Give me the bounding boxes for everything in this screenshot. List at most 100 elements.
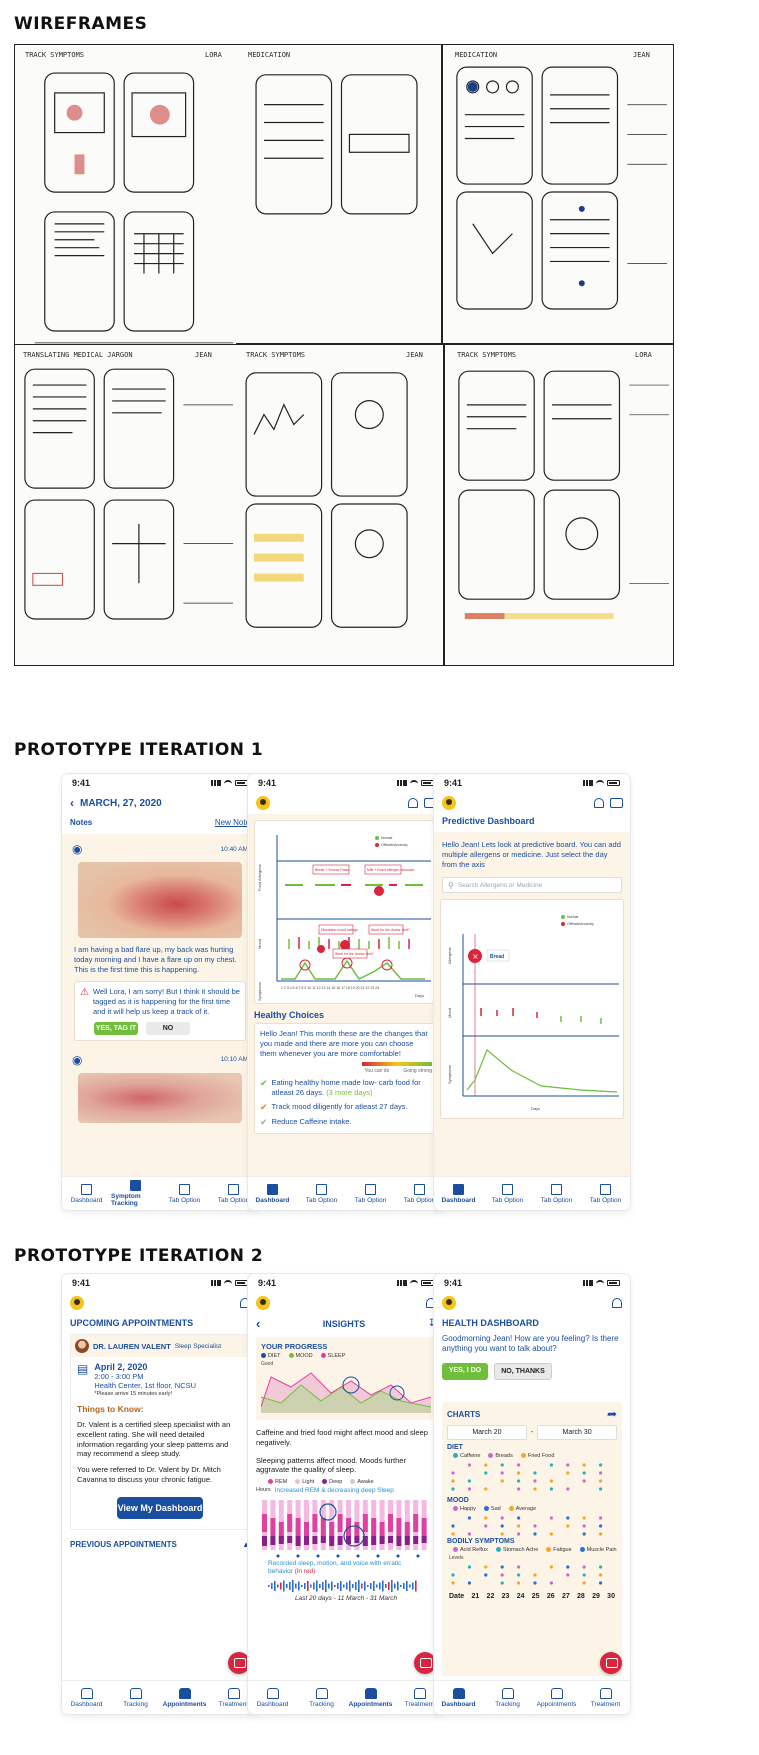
yes-i-do-button[interactable]: YES, I DO bbox=[442, 1362, 488, 1380]
view-dashboard-button[interactable]: View My Dashboard bbox=[117, 1496, 203, 1519]
tab-tracking[interactable]: Tracking bbox=[297, 1681, 346, 1714]
sleep-bar-deep bbox=[295, 1536, 301, 1546]
dot-mark bbox=[517, 1565, 521, 1569]
chat-fab[interactable] bbox=[414, 1652, 436, 1674]
share-arrow-icon[interactable]: ➦ bbox=[606, 1407, 617, 1421]
avatar[interactable] bbox=[70, 1296, 84, 1310]
search-bar[interactable]: ⚲ Search Allergens or Medicine bbox=[442, 877, 622, 894]
bell-icon[interactable] bbox=[406, 797, 418, 809]
dot-mark bbox=[566, 1516, 570, 1520]
tab-dashboard[interactable]: Dashboard bbox=[434, 1177, 483, 1210]
dot-mark bbox=[500, 1581, 504, 1585]
no-button[interactable]: NO bbox=[146, 1021, 190, 1035]
dot-mark bbox=[517, 1581, 521, 1585]
tab-option[interactable]: Tab Option bbox=[581, 1177, 630, 1210]
tab-dashboard[interactable]: Dashboard bbox=[62, 1681, 111, 1714]
download-icon[interactable]: ↧ bbox=[427, 1318, 436, 1329]
bell-icon[interactable] bbox=[592, 797, 604, 809]
camera-icon[interactable]: ◉ bbox=[72, 1052, 83, 1067]
sleep-bar-deep bbox=[346, 1536, 351, 1544]
back-chevron-icon[interactable]: ‹ bbox=[70, 796, 74, 810]
tab-treatment[interactable]: Treatment bbox=[395, 1681, 444, 1714]
dot-mark bbox=[484, 1573, 488, 1577]
yes-tag-button[interactable]: YES, TAG IT bbox=[94, 1021, 138, 1035]
scale-right-label: Going strong bbox=[403, 1068, 432, 1075]
appointment-card[interactable]: DR. LAUREN VALENT Sleep Specialist ▤ Apr… bbox=[70, 1334, 250, 1530]
tab-dashboard[interactable]: Dashboard bbox=[434, 1681, 483, 1714]
tab-option[interactable]: Tab Option bbox=[395, 1177, 444, 1210]
appointment-place: Health Center, 1st floor, NCSU bbox=[94, 1381, 197, 1390]
dot-mark bbox=[599, 1487, 603, 1491]
tab-dashboard[interactable]: Dashboard bbox=[248, 1681, 297, 1714]
appointments-icon bbox=[178, 1687, 191, 1699]
page-title: MARCH, 27, 2020 bbox=[80, 797, 162, 809]
previous-appointments-row[interactable]: PREVIOUS APPOINTMENTS ▲ bbox=[62, 1532, 258, 1557]
date-tick: 29 bbox=[592, 1593, 600, 1600]
row-label: Mood bbox=[257, 939, 262, 949]
wave-bar bbox=[337, 1582, 339, 1589]
tab-option[interactable]: Tab Option bbox=[532, 1177, 581, 1210]
sleep-bar-deep bbox=[329, 1536, 335, 1546]
legend-dot-rem bbox=[268, 1479, 273, 1485]
mood-title: MOOD bbox=[447, 1497, 469, 1504]
search-input[interactable]: Search Allergens or Medicine bbox=[457, 881, 543, 889]
tab-symptom-tracking[interactable]: Symptom Tracking bbox=[111, 1177, 160, 1210]
new-note-link[interactable]: New Note bbox=[214, 818, 250, 827]
legend-light: Light bbox=[302, 1479, 315, 1485]
avatar[interactable] bbox=[442, 1296, 456, 1310]
wave-bar bbox=[370, 1582, 372, 1589]
notes-label: Notes bbox=[70, 818, 93, 827]
dot-mark bbox=[467, 1479, 471, 1483]
dot-mark bbox=[500, 1524, 504, 1528]
date-from-picker[interactable]: March 20 bbox=[447, 1425, 527, 1440]
tab-treatment[interactable]: Treatment bbox=[581, 1681, 630, 1714]
legend-offtrack: Offtrack/Anomaly bbox=[567, 922, 594, 926]
camera-icon[interactable]: ◉ bbox=[72, 842, 83, 856]
insight-text: Caffeine and fried food might affect moo… bbox=[256, 1428, 428, 1447]
tab-treatment[interactable]: Treatment bbox=[209, 1681, 258, 1714]
appointment-time: 2:00 - 3:00 PM bbox=[94, 1372, 144, 1381]
tab-dashboard[interactable]: Dashboard bbox=[248, 1177, 297, 1210]
tab-appointments[interactable]: Appointments bbox=[160, 1681, 209, 1714]
dot-mark bbox=[500, 1532, 504, 1536]
tab-appointments[interactable]: Appointments bbox=[346, 1681, 395, 1714]
tab-option[interactable]: Tab Option bbox=[209, 1177, 258, 1210]
dot-mark bbox=[533, 1573, 537, 1577]
tab-tracking[interactable]: Tracking bbox=[483, 1681, 532, 1714]
chevron-up-icon[interactable]: ▲ bbox=[242, 1539, 250, 1549]
bell-icon[interactable] bbox=[610, 1297, 622, 1309]
tab-appointments[interactable]: Appointments bbox=[532, 1681, 581, 1714]
back-chevron-icon[interactable]: ‹ bbox=[256, 1316, 261, 1331]
chat-fab[interactable] bbox=[600, 1652, 622, 1674]
wireframe-sketch bbox=[458, 370, 670, 619]
dot-mark bbox=[517, 1479, 521, 1483]
avatar[interactable] bbox=[256, 796, 270, 810]
tab-option[interactable]: Tab Option bbox=[346, 1177, 395, 1210]
date-to-picker[interactable]: March 30 bbox=[537, 1425, 617, 1440]
avatar[interactable] bbox=[256, 1296, 270, 1310]
close-icon[interactable]: × bbox=[472, 952, 479, 961]
dot-mark bbox=[517, 1524, 521, 1528]
tab-option[interactable]: Tab Option bbox=[297, 1177, 346, 1210]
dot-mark bbox=[599, 1532, 603, 1536]
chat-icon[interactable] bbox=[610, 797, 623, 809]
tab-bar: Dashboard Tracking Appointments Treatmen… bbox=[248, 1680, 444, 1714]
sleep-bar-deep bbox=[304, 1536, 309, 1545]
avatar[interactable] bbox=[442, 796, 456, 810]
tab-dashboard[interactable]: Dashboard bbox=[62, 1177, 111, 1210]
nav-header: ‹ MARCH, 27, 2020 bbox=[62, 792, 258, 814]
appointments-icon bbox=[550, 1687, 563, 1699]
wave-bar bbox=[298, 1581, 300, 1591]
wave-bar bbox=[268, 1584, 270, 1587]
tab-option[interactable]: Tab Option bbox=[160, 1177, 209, 1210]
no-thanks-button[interactable]: NO, THANKS bbox=[494, 1362, 552, 1380]
tab-square-icon bbox=[228, 1183, 239, 1195]
wave-bar bbox=[412, 1582, 414, 1590]
wireframe-note: JEAN bbox=[406, 351, 423, 359]
sleep-bar-deep bbox=[278, 1536, 284, 1544]
tab-option[interactable]: Tab Option bbox=[483, 1177, 532, 1210]
bread-marker[interactable] bbox=[468, 949, 482, 964]
wave-bar bbox=[289, 1581, 291, 1590]
tab-tracking[interactable]: Tracking bbox=[111, 1681, 160, 1714]
chat-fab[interactable] bbox=[228, 1652, 250, 1674]
